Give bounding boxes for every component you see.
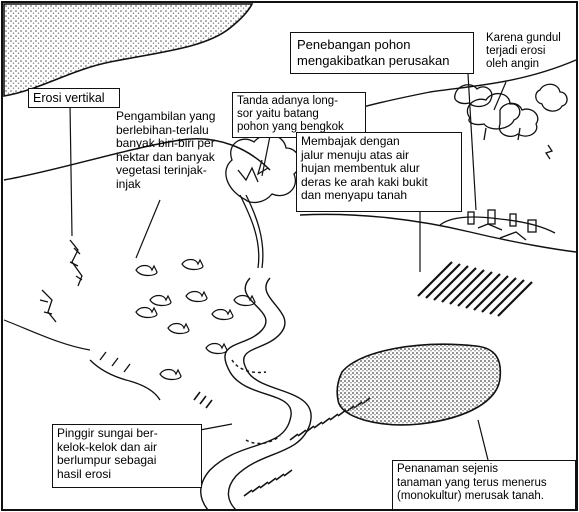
far-hill-stippled bbox=[4, 4, 252, 96]
label-river: Pinggir sungai ber- kelok-kelok dan air … bbox=[52, 424, 202, 488]
label-monoculture: Penanaman sejenis tanaman yang terus men… bbox=[392, 460, 576, 510]
label-overgrazing: Pengambilan yang berlebihan-terlalu bany… bbox=[116, 110, 246, 196]
label-plowing: Membajak dengan jalur menuju atas air hu… bbox=[296, 132, 462, 212]
sheep-flock bbox=[136, 260, 255, 380]
monoculture-field bbox=[337, 344, 500, 425]
lower-ground-line bbox=[4, 320, 90, 350]
label-wind-erosion: Karena gundul terjadi erosi oleh angin bbox=[486, 32, 578, 78]
erosion-gullies bbox=[40, 240, 160, 400]
river bbox=[201, 278, 311, 510]
label-deforestation: Penebangan pohon mengakibatkan perusakan bbox=[290, 32, 474, 74]
windy-trees bbox=[455, 84, 567, 159]
tree-stumps bbox=[440, 210, 555, 240]
label-vertical-erosion: Erosi vertikal bbox=[28, 88, 120, 108]
plowed-furrows bbox=[418, 262, 532, 316]
